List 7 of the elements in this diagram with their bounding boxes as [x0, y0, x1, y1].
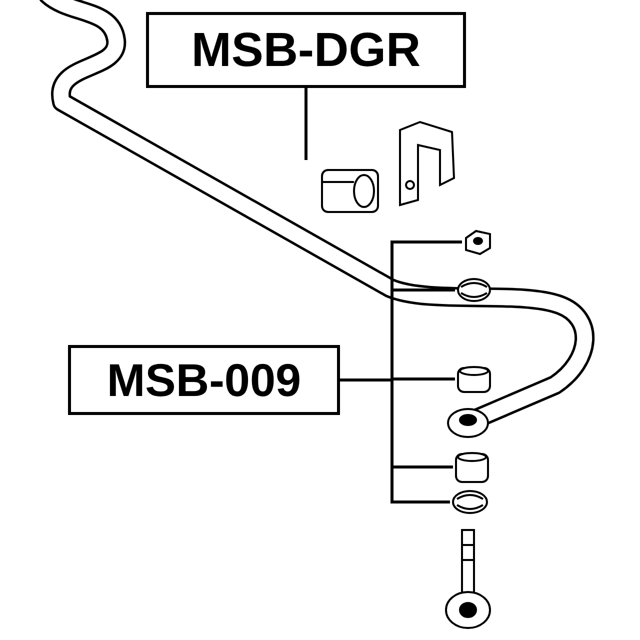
part-drawing — [455, 275, 493, 305]
leader-line — [340, 378, 450, 504]
part-drawing — [462, 228, 494, 256]
leader-line — [304, 88, 308, 160]
part-number-box: MSB-DGR — [146, 12, 466, 88]
part-number-box: MSB-009 — [68, 345, 340, 415]
part-drawing — [450, 488, 490, 516]
